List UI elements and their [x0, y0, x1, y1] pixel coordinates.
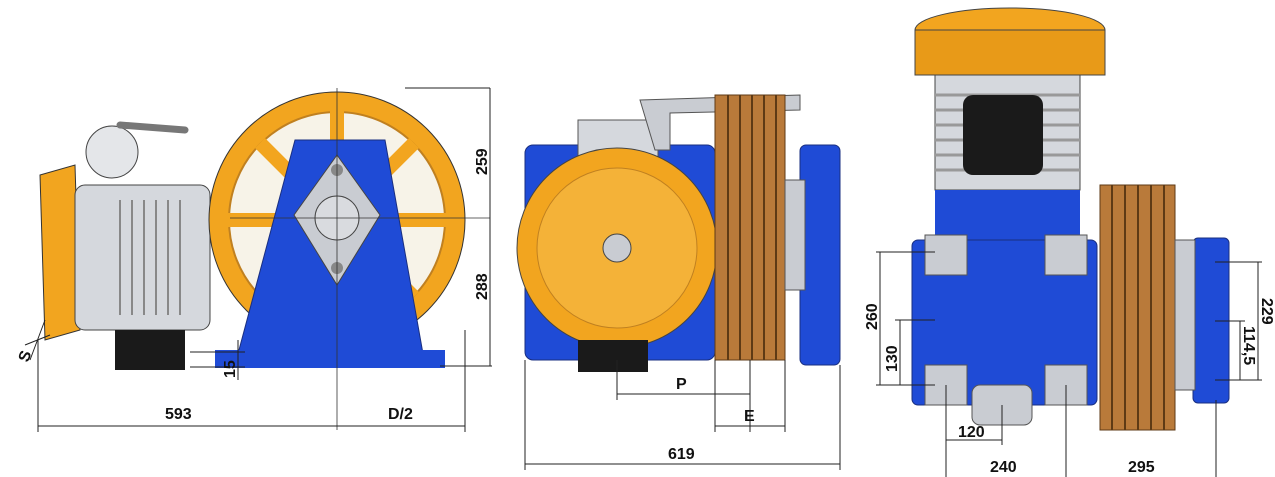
dim-288: 288 — [474, 273, 491, 300]
dim-259: 259 — [474, 148, 491, 175]
dim-229: 229 — [1258, 298, 1275, 325]
pulley-grooves — [727, 95, 777, 360]
dim-593: 593 — [165, 406, 192, 423]
outboard-bearing-plate — [784, 179, 806, 291]
corner-plate-tl — [924, 234, 968, 276]
top-pulley-grooves — [1111, 185, 1165, 430]
pedestal-base — [215, 350, 445, 368]
dim-295: 295 — [1128, 459, 1155, 476]
outboard-bearing — [799, 144, 841, 366]
dim-120: 120 — [958, 424, 985, 441]
brake-drum — [39, 164, 81, 341]
front-disc-hub — [602, 233, 632, 263]
dim-p: P — [676, 376, 687, 393]
motor-fins — [119, 200, 181, 315]
dim-619: 619 — [668, 446, 695, 463]
dim-15: 15 — [222, 360, 239, 378]
top-outboard-plate — [1174, 239, 1196, 391]
dim-240: 240 — [990, 459, 1017, 476]
brake-lever-hub — [85, 125, 139, 179]
corner-plate-tr — [1044, 234, 1088, 276]
dim-130: 130 — [884, 345, 901, 372]
grooved-pulley — [714, 94, 786, 361]
center-encoder — [578, 340, 648, 372]
dim-e: E — [744, 408, 755, 425]
dim-d-half: D/2 — [388, 406, 413, 423]
motor-body — [74, 184, 211, 331]
encoder — [115, 330, 185, 370]
dim-114-5: 114,5 — [1240, 326, 1257, 365]
center-front-view: P E 619 — [516, 94, 841, 470]
dim-s: S — [16, 348, 36, 364]
dim-260: 260 — [864, 303, 881, 330]
top-brake-drum-body — [914, 29, 1106, 76]
top-encoder — [963, 95, 1043, 175]
brake-lever-arm — [116, 121, 189, 134]
left-side-view: 259 288 15 S 593 D/2 — [16, 87, 492, 432]
right-top-view: 260 130 120 240 295 229 114,5 — [864, 7, 1275, 477]
